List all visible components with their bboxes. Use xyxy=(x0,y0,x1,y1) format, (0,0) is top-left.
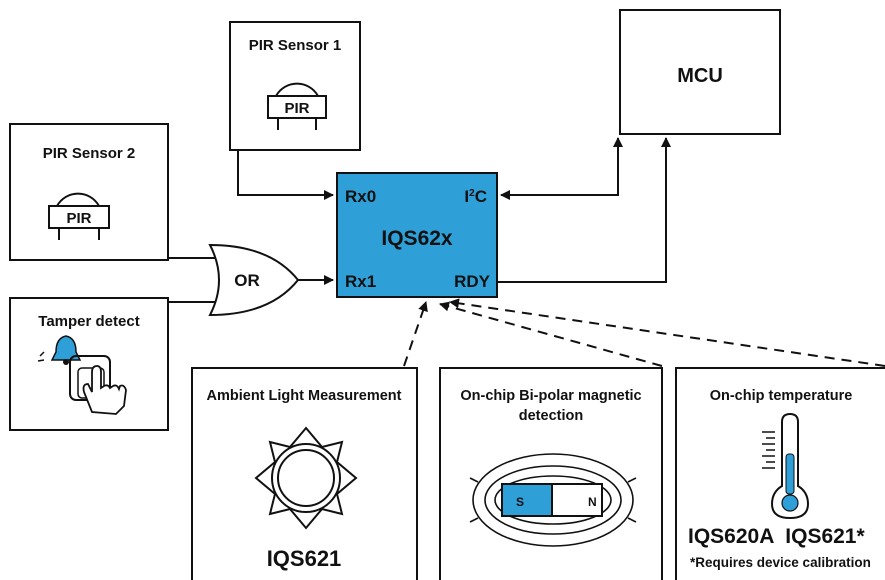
temperature-parts: IQS620A IQS621* xyxy=(688,525,865,548)
ambient-light-title: Ambient Light Measurement xyxy=(207,388,402,404)
iqs62x-chip: Rx0 Rx1 RDY IQS62x I2C xyxy=(336,172,498,298)
thermometer-icon xyxy=(762,412,810,520)
pir-sensor-2-block: PIR Sensor 2 PIR xyxy=(9,123,169,261)
magnetic-title-line2: detection xyxy=(519,408,583,424)
hand-touch-icon xyxy=(69,355,127,415)
tamper-detect-label: Tamper detect xyxy=(38,313,139,330)
pir-1-symbol-text: PIR xyxy=(284,100,309,117)
temperature-block: On-chip temperature IQS620A IQS621* *Req… xyxy=(675,367,885,580)
pir-sensor-2-label: PIR Sensor 2 xyxy=(43,145,136,162)
pir-sensor-1-block: PIR Sensor 1 PIR xyxy=(229,21,361,151)
pir-2-symbol-icon: PIR xyxy=(48,192,110,240)
temperature-title: On-chip temperature xyxy=(710,388,853,404)
rx0-pin-label: Rx0 xyxy=(345,187,376,206)
bar-magnet-icon: S N xyxy=(501,483,603,517)
chip-name: IQS62x xyxy=(381,227,453,250)
rdy-pin-label: RDY xyxy=(454,272,491,291)
rx1-pin-label: Rx1 xyxy=(345,272,376,291)
tamper-detect-block: Tamper detect xyxy=(9,297,169,431)
temperature-note: *Requires device calibration xyxy=(690,555,871,570)
i2c-pin-label: I2C xyxy=(464,187,487,206)
mcu-block: MCU xyxy=(619,9,781,135)
pir-sensor-1-label: PIR Sensor 1 xyxy=(249,37,342,54)
pir-2-symbol-text: PIR xyxy=(66,210,91,227)
magnet-south-label: S xyxy=(516,495,524,509)
ambient-light-part: IQS621 xyxy=(267,546,342,571)
mcu-label: MCU xyxy=(677,65,723,87)
magnetic-title-line1: On-chip Bi-polar magnetic xyxy=(460,388,641,404)
sun-icon xyxy=(254,426,358,530)
magnetic-detection-block: On-chip Bi-polar magnetic detection S N xyxy=(439,367,663,580)
pir-1-symbol-icon: PIR xyxy=(267,82,327,130)
or-gate: OR xyxy=(208,243,300,317)
magnetic-field-lines-icon xyxy=(469,453,637,547)
connections xyxy=(168,137,885,367)
ambient-light-block: Ambient Light Measurement IQS621 xyxy=(191,367,418,580)
bell-icon xyxy=(37,335,82,365)
magnet-north-label: N xyxy=(588,495,597,509)
or-gate-label: OR xyxy=(234,271,260,290)
